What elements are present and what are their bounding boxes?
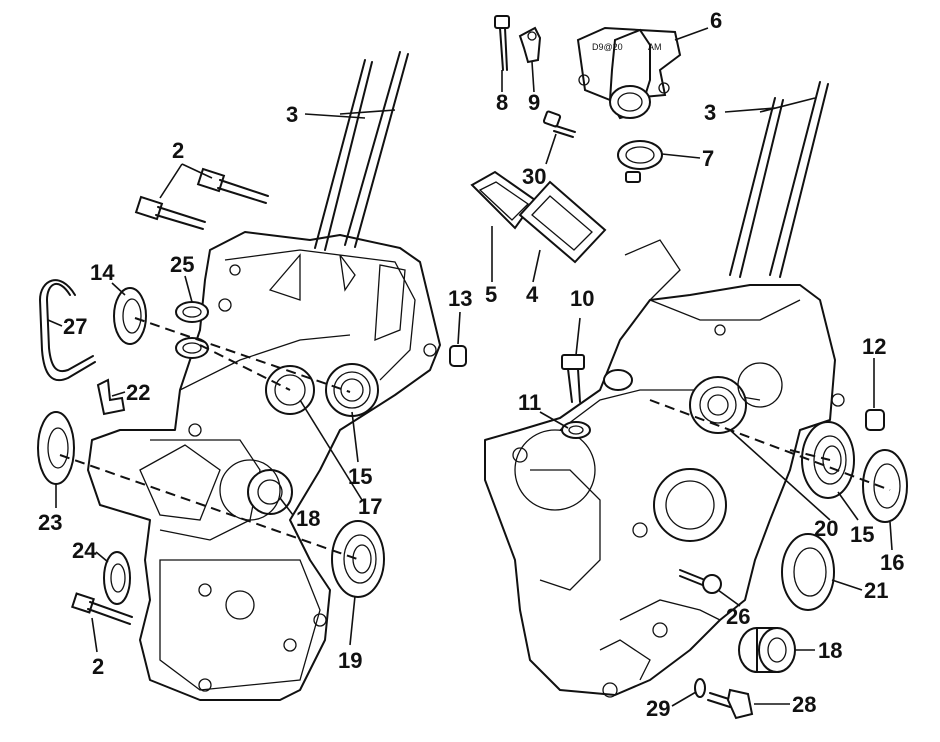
callout-12: 12 [862, 334, 886, 359]
callout-9: 9 [528, 90, 540, 115]
washer-11 [561, 421, 591, 439]
callout-17: 17 [358, 494, 382, 519]
right-crankcase [484, 239, 845, 698]
callout-18-right: 18 [818, 638, 842, 663]
bolt-10 [561, 354, 585, 403]
callout-30: 30 [522, 164, 546, 189]
seal-23 [37, 411, 75, 485]
callout-15-right: 15 [850, 522, 874, 547]
hose-27 [39, 279, 96, 382]
bearing-21 [781, 533, 835, 611]
screw-8 [494, 15, 510, 71]
seal-24 [103, 551, 131, 605]
callout-5: 5 [485, 282, 497, 307]
bolt-2-lower [71, 592, 133, 625]
right-alignment-lines [649, 399, 891, 491]
callout-21: 21 [864, 578, 888, 603]
clip-9 [518, 26, 542, 64]
seal-16 [862, 449, 908, 523]
intake-manifold-6: D9@20 AM [576, 26, 682, 120]
callout-27: 27 [63, 314, 87, 339]
stamp-left: D9@20 [592, 42, 623, 52]
callout-8: 8 [496, 90, 508, 115]
callout-14: 14 [90, 260, 115, 285]
bolt-28 [707, 688, 754, 720]
callout-20: 20 [814, 516, 838, 541]
seal-14 [113, 287, 147, 345]
callout-4: 4 [526, 282, 539, 307]
bolt-26 [679, 569, 722, 594]
callout-19: 19 [338, 648, 362, 673]
callout-11: 11 [518, 390, 541, 415]
callout-23: 23 [38, 510, 62, 535]
callout-28: 28 [792, 692, 816, 717]
clamp-7 [617, 140, 663, 183]
callout-3-right: 3 [704, 100, 716, 125]
gasket-4 [518, 180, 607, 264]
callout-26: 26 [726, 604, 750, 629]
callout-13: 13 [448, 286, 472, 311]
right-studs [729, 81, 829, 278]
callout-6: 6 [710, 8, 722, 33]
callout-22: 22 [126, 380, 150, 405]
left-studs [314, 51, 409, 251]
dowel-12 [865, 409, 885, 431]
callout-3-left: 3 [286, 102, 298, 127]
callout-7: 7 [702, 146, 714, 171]
callout-18-left: 18 [296, 506, 320, 531]
callout-2-upper: 2 [172, 138, 184, 163]
callout-24: 24 [72, 538, 97, 563]
callout-25: 25 [170, 252, 194, 277]
callout-16: 16 [880, 550, 904, 575]
callout-29: 29 [646, 696, 670, 721]
bolts-2-upper [134, 167, 269, 230]
leader-lines [47, 27, 893, 707]
stamp-right: AM [648, 42, 662, 52]
callout-15-left: 15 [348, 464, 372, 489]
left-alignment-lines [59, 317, 361, 561]
callout-10: 10 [570, 286, 594, 311]
screw-30 [542, 110, 576, 138]
needle-bearing-18 [738, 627, 796, 673]
fitting-22 [96, 378, 126, 416]
oring-25 [175, 301, 209, 359]
washer-29 [694, 678, 706, 698]
callout-2-lower: 2 [92, 654, 104, 679]
bearing-19 [331, 520, 385, 598]
dowel-13 [449, 345, 467, 367]
callout-labels: 2 3 14 25 27 22 23 24 2 15 17 18 19 13 8… [38, 8, 904, 721]
